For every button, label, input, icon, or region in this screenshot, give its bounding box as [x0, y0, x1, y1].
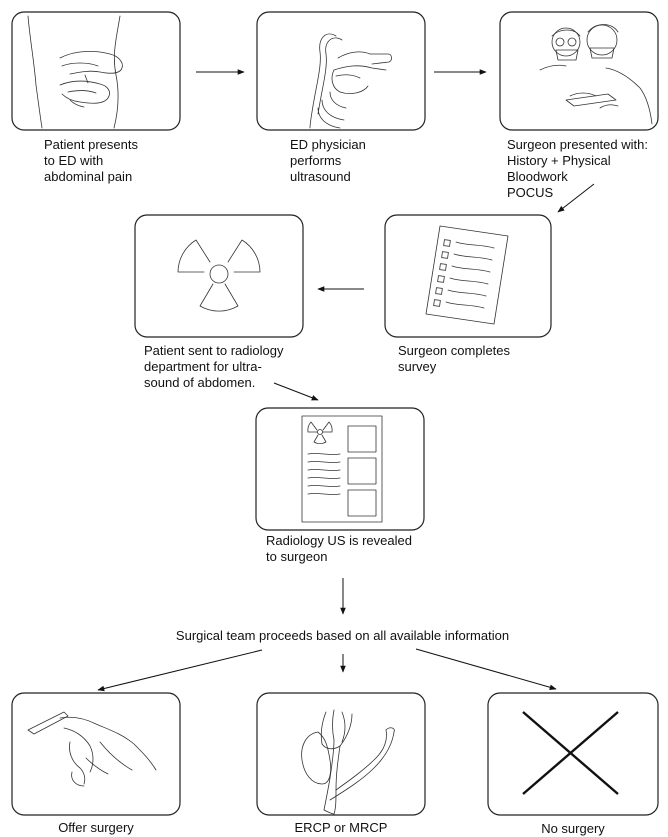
radiation-icon: [177, 239, 261, 312]
label-no-surgery: No surgery: [541, 821, 605, 836]
box-surgeon-presented: [499, 11, 659, 131]
label-ercp-mrcp: ERCP or MRCP: [294, 820, 388, 835]
box-offer-surgery: [11, 692, 181, 816]
arrow-radiology-to-reveal: [273, 382, 319, 401]
arrow-surgeon-to-survey: [557, 183, 595, 213]
label-team-proceeds: Surgical team proceeds based on all avai…: [175, 628, 510, 643]
box-ed-ultrasound: [256, 11, 426, 131]
label-surgeon-presented: Surgeon presented with: History + Physic…: [507, 137, 648, 200]
label-patient-presents: Patient presents to ED with abdominal pa…: [44, 137, 138, 184]
box-surgeon-survey: [384, 214, 552, 338]
survey-checklist-icon: [425, 225, 509, 325]
box-radiology-revealed: [255, 407, 425, 531]
box-radiology-sent: [134, 214, 304, 338]
no-surgery-x-icon: [522, 711, 619, 795]
box-no-surgery: [487, 692, 659, 816]
label-surgeon-survey: Surgeon completes survey: [398, 343, 511, 374]
arrow-team-to-offer: [97, 649, 263, 692]
arrow-team-to-no-surgery: [415, 648, 557, 690]
surgeons-icon: [539, 24, 653, 125]
label-radiology-revealed: Radiology US is revealed to surgeon: [266, 533, 412, 564]
radiology-report-icon: [301, 415, 383, 523]
biliary-tree-icon: [301, 709, 395, 815]
label-ed-ultrasound: ED physician performs ultrasound: [290, 137, 366, 184]
ultrasound-probe-icon: [309, 33, 392, 129]
label-radiology-sent: Patient sent to radiology department for…: [144, 343, 284, 390]
label-offer-surgery: Offer surgery: [58, 820, 134, 835]
scalpel-hand-icon: [27, 711, 157, 787]
box-patient-presents: [11, 11, 181, 131]
abdominal-pain-icon: [27, 15, 123, 129]
box-ercp: [256, 692, 426, 816]
